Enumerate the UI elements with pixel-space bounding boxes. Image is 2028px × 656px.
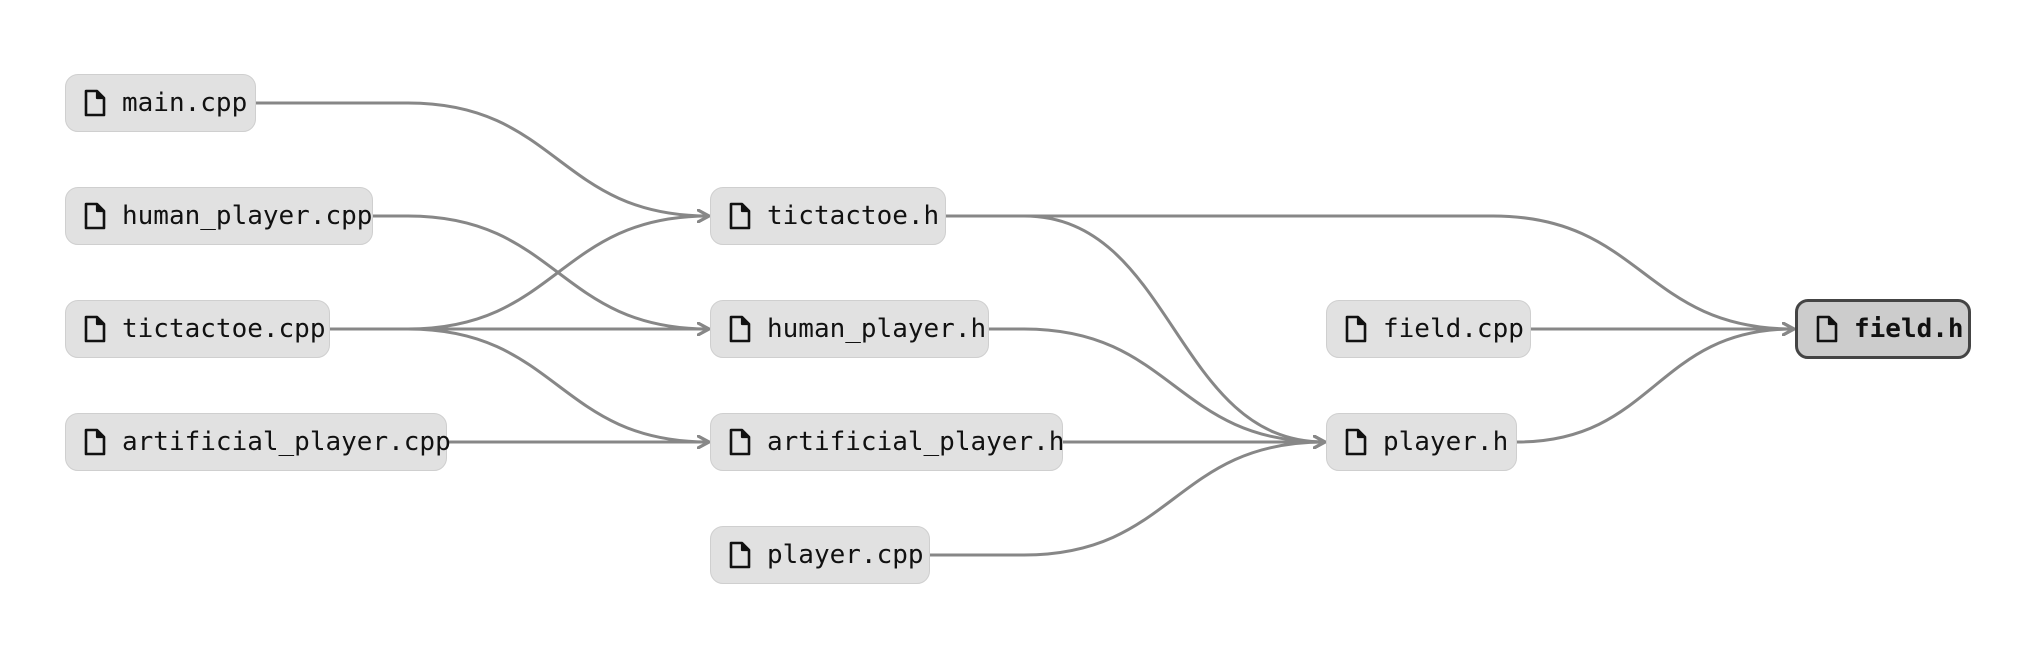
edge-tictactoe-h-to-player-h	[946, 214, 1324, 442]
node-field-h-selected[interactable]: field.h	[1795, 299, 1971, 359]
file-icon	[729, 428, 751, 456]
edge-player-cpp-to-player-h	[930, 442, 1324, 557]
file-icon	[1816, 315, 1838, 343]
node-label: human_player.h	[767, 314, 987, 344]
file-icon	[84, 202, 106, 230]
node-label: field.h	[1854, 314, 1964, 344]
file-icon	[729, 202, 751, 230]
file-icon	[1345, 315, 1367, 343]
node-tictactoe-h[interactable]: tictactoe.h	[710, 187, 946, 245]
node-artificial-player-cpp[interactable]: artificial_player.cpp	[65, 413, 451, 471]
edge-main-cpp-to-tictactoe-h	[256, 101, 708, 216]
node-player-cpp[interactable]: player.cpp	[710, 526, 930, 584]
node-label: player.h	[1383, 427, 1509, 457]
edge-player-h-to-field-h	[1516, 329, 1793, 444]
file-icon	[84, 428, 106, 456]
node-label: artificial_player.cpp	[122, 427, 451, 457]
node-artificial-player-h[interactable]: artificial_player.h	[710, 413, 1065, 471]
node-label: tictactoe.cpp	[122, 314, 326, 344]
node-human-player-cpp[interactable]: human_player.cpp	[65, 187, 373, 245]
node-label: human_player.cpp	[122, 201, 373, 231]
edge-human-player-cpp-to-human-player-h	[373, 214, 708, 329]
edge-tictactoe-h-to-field-h	[946, 214, 1793, 329]
node-player-h[interactable]: player.h	[1326, 413, 1517, 471]
node-field-cpp[interactable]: field.cpp	[1326, 300, 1531, 358]
file-icon	[84, 315, 106, 343]
edge-tictactoe-cpp-to-artificial-player-h	[330, 327, 708, 442]
node-label: artificial_player.h	[767, 427, 1065, 457]
node-label: player.cpp	[767, 540, 924, 570]
edge-tictactoe-cpp-to-tictactoe-h	[330, 216, 708, 331]
node-label: field.cpp	[1383, 314, 1524, 344]
node-label: tictactoe.h	[767, 201, 940, 231]
node-human-player-h[interactable]: human_player.h	[710, 300, 989, 358]
file-icon	[729, 315, 751, 343]
node-label: main.cpp	[122, 88, 248, 118]
node-tictactoe-cpp[interactable]: tictactoe.cpp	[65, 300, 330, 358]
node-main-cpp[interactable]: main.cpp	[65, 74, 256, 132]
file-icon	[1345, 428, 1367, 456]
file-icon	[729, 541, 751, 569]
file-icon	[84, 89, 106, 117]
edge-human-player-h-to-player-h	[989, 327, 1324, 442]
